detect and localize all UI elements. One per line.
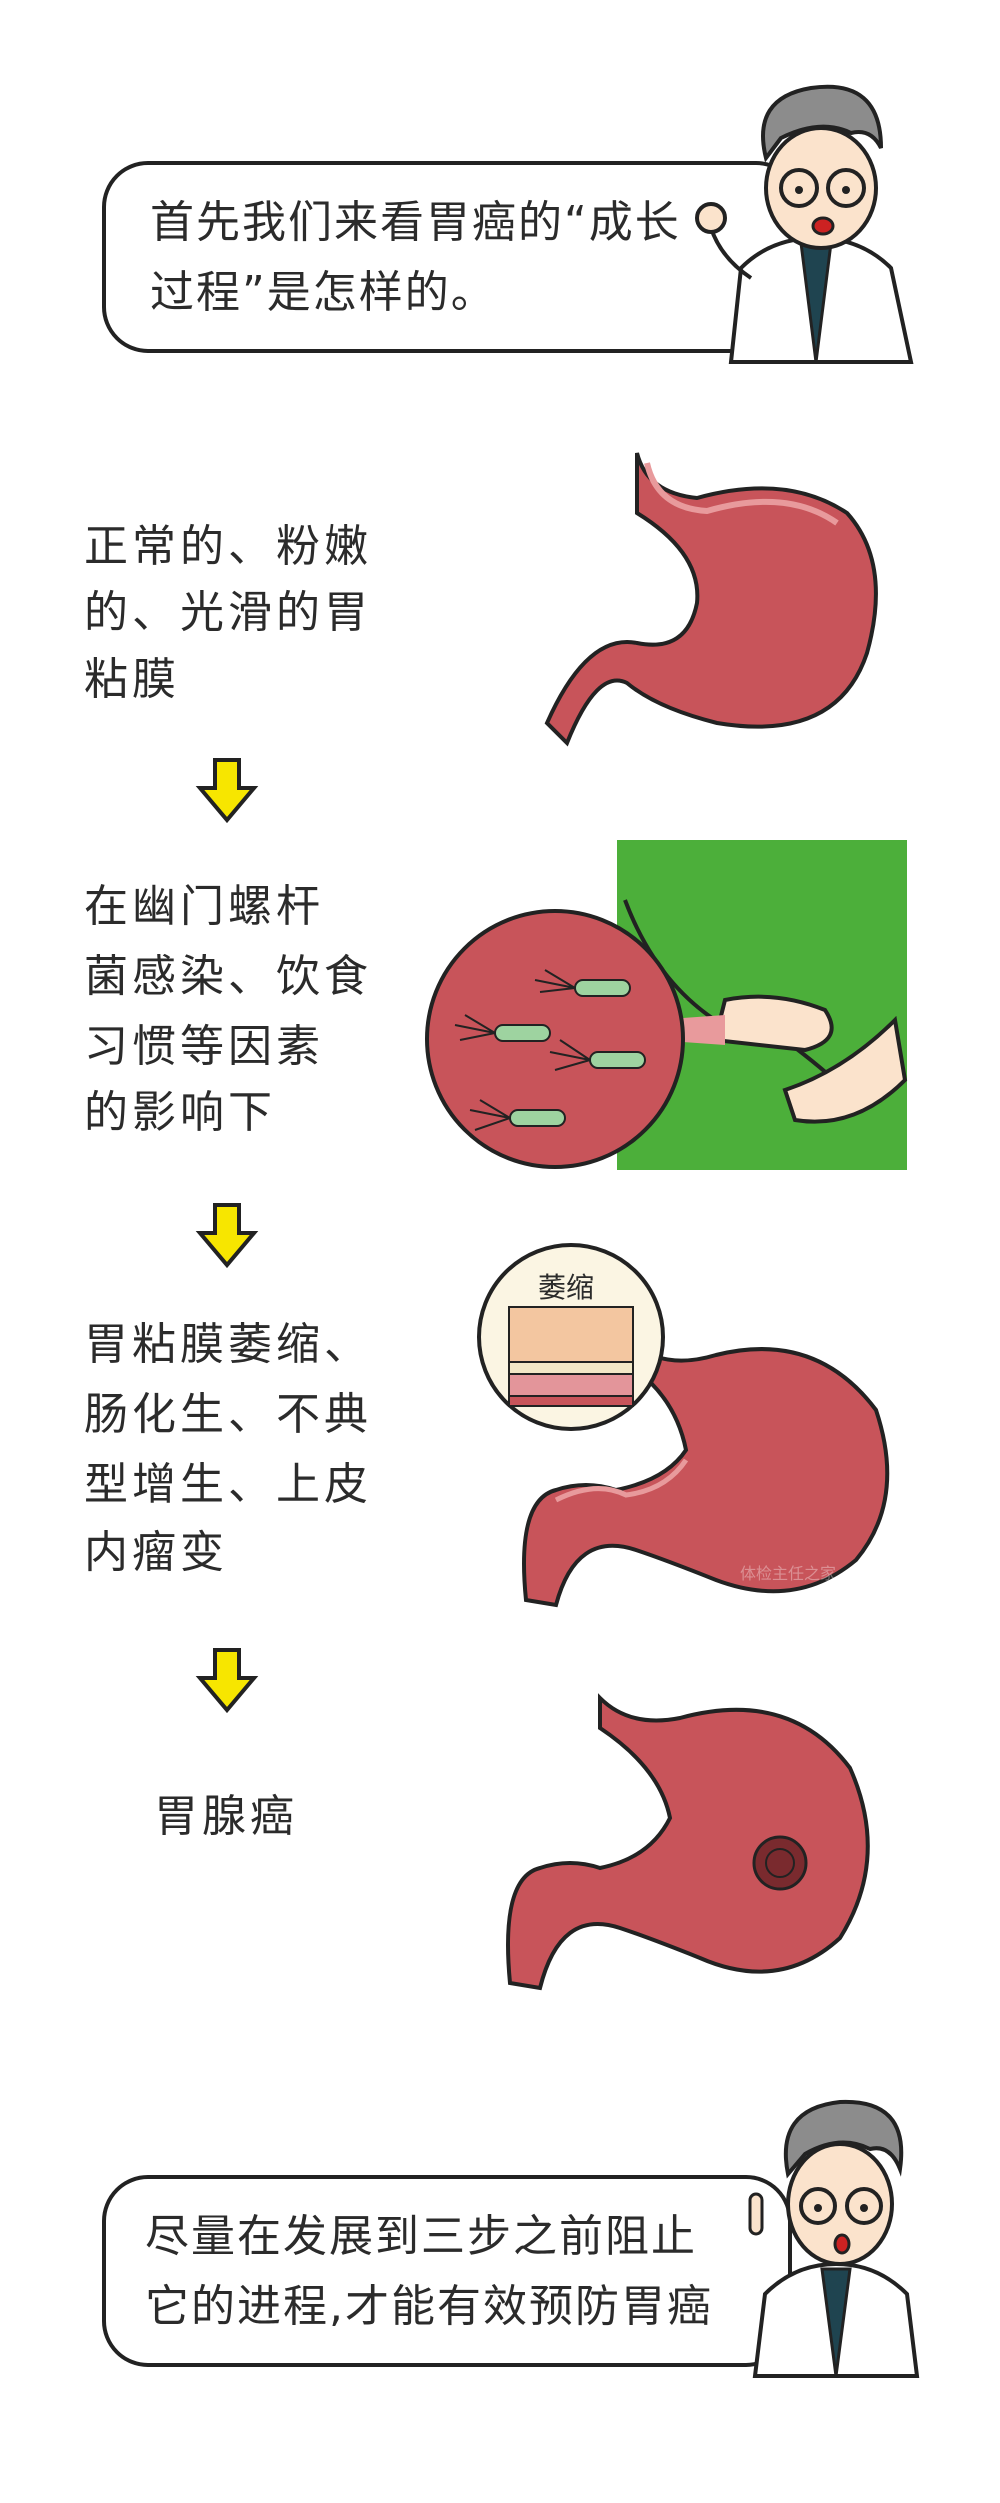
atrophy-inset-circle xyxy=(477,1243,665,1431)
intro-line-2: 过程”是怎样的。 xyxy=(150,267,497,318)
step1-line-3: 粘膜 xyxy=(84,654,180,705)
step1-line-1: 正常的、粉嫩 xyxy=(84,521,372,572)
outro-line-2: 它的进程,才能有效预防胃癌 xyxy=(145,2281,713,2332)
watermark: 体检主任之家 xyxy=(740,1564,837,1583)
cancerous-stomach-illustration xyxy=(506,1693,870,1991)
atrophic-stomach-illustration xyxy=(522,1340,890,1608)
doctor-illustration-top xyxy=(695,84,914,364)
atrophy-inset-label: 萎缩 xyxy=(538,1271,595,1304)
step2-line-2: 菌感染、饮食 xyxy=(84,951,372,1002)
step3-line-2: 肠化生、不典 xyxy=(84,1389,372,1440)
healthy-stomach-illustration xyxy=(544,452,878,747)
intro-speech-bubble xyxy=(102,161,802,353)
doctor-illustration-bottom xyxy=(748,2099,920,2378)
outro-line-1: 尽量在发展到三步之前阻止 xyxy=(145,2211,697,2262)
step2-line-3: 习惯等因素 xyxy=(84,1021,324,1072)
step2-line-4: 的影响下 xyxy=(84,1087,276,1138)
down-arrow-icon xyxy=(195,1648,259,1714)
step3-line-4: 内瘤变 xyxy=(84,1527,228,1578)
step3-line-1: 胃粘膜萎缩、 xyxy=(84,1319,372,1370)
step1-line-2: 的、光滑的胃 xyxy=(84,587,372,638)
intro-line-1: 首先我们来看胃癌的“成长 xyxy=(150,197,681,248)
down-arrow-icon xyxy=(195,758,259,824)
down-arrow-icon xyxy=(195,1203,259,1269)
step3-line-3: 型增生、上皮 xyxy=(84,1459,372,1510)
step2-line-1: 在幽门螺杆 xyxy=(84,881,324,932)
bacteria-infection-illustration xyxy=(425,840,908,1170)
outro-speech-bubble xyxy=(102,2175,792,2367)
step4-label: 胃腺癌 xyxy=(154,1791,298,1842)
